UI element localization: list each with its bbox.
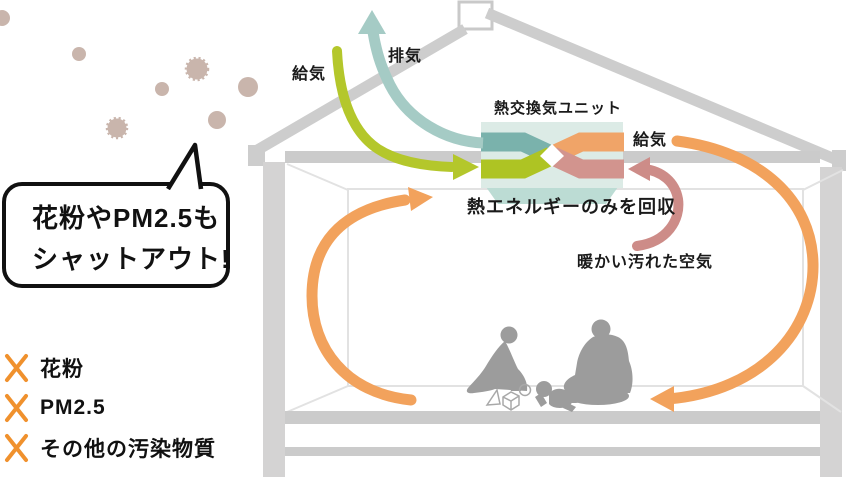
unit-funnel: [486, 187, 618, 204]
speech-bubble-line2: シャットアウト!: [32, 244, 231, 274]
unit-band-supply-in: [481, 147, 556, 179]
left-wall: [263, 162, 285, 477]
toy-blocks: [485, 383, 532, 411]
supply-circulation-left: [306, 194, 417, 406]
supply-circulation-right-head: [650, 386, 674, 412]
diagram-labels: 給気 排気 熱交換気ユニット 熱エネルギーのみを回収 給気 暖かい汚れた空気: [292, 46, 713, 271]
pollen-cloud: [0, 10, 258, 140]
roof-left-slope: [251, 24, 468, 157]
label-outdoor-supply: 給気: [292, 64, 326, 83]
supply-circulation-left-head: [408, 187, 433, 211]
unit-band-exhaust-in: [548, 147, 624, 179]
foundation-band: [285, 447, 820, 456]
father-silhouette: [563, 319, 633, 405]
corner-line: [802, 169, 844, 191]
floor-band: [285, 411, 820, 424]
exhaust-arrow-shaft: [367, 31, 484, 149]
roof-right-slope: [484, 7, 846, 170]
corner-line: [286, 385, 349, 413]
list-item-label: PM2.5: [40, 396, 106, 419]
toy-ball: [518, 383, 532, 397]
label-warm-dirty-air: 暖かい汚れた空気: [577, 252, 713, 271]
pollen-dot: [155, 82, 169, 96]
x-mark-icon: [5, 434, 28, 462]
label-unit-title: 熱交換気ユニット: [494, 99, 622, 117]
speech-bubble: 花粉やPM2.5も シャットアウト!: [2, 182, 230, 288]
pollen-dot: [0, 10, 10, 26]
right-wall: [820, 167, 842, 477]
list-item: その他の汚染物質: [4, 432, 216, 464]
speech-bubble-tail: [166, 142, 204, 190]
speech-bubble-line1: 花粉やPM2.5も: [32, 203, 221, 233]
pollen-dot: [208, 111, 226, 129]
x-mark-icon: [5, 354, 28, 382]
corner-line: [802, 385, 842, 413]
heat-exchange-unit: [481, 122, 624, 204]
mother-silhouette: [466, 326, 528, 394]
family-silhouettes: [466, 319, 633, 412]
pollen-dot: [72, 47, 86, 61]
intake-arrow-shaft: [332, 46, 457, 172]
x-mark-icon: [5, 394, 28, 422]
back-wall: [347, 188, 804, 387]
pollen-dot: [238, 77, 258, 97]
toy-triangle: [485, 388, 501, 406]
list-item: PM2.5: [4, 392, 106, 424]
baby-silhouette: [535, 381, 576, 412]
label-exhaust: 排気: [388, 46, 422, 65]
label-indoor-supply: 給気: [633, 130, 667, 149]
list-item-label: 花粉: [40, 358, 84, 381]
supply-circulation-right: [662, 135, 819, 405]
pollen-dot-spiky: [105, 116, 129, 140]
left-eave: [248, 145, 265, 166]
return-air-arrow-shaft: [632, 164, 684, 251]
toy-cube: [502, 391, 520, 411]
corner-line: [286, 163, 349, 191]
exhaust-arrow-head: [358, 10, 386, 34]
pollen-dot-spiky: [184, 56, 210, 82]
airflow-arrows: [306, 10, 819, 412]
list-item: 花粉: [4, 352, 84, 384]
unit-core-diamond: [540, 144, 564, 167]
label-unit-caption: 熱エネルギーのみを回収: [467, 196, 676, 217]
return-air-arrow-head: [628, 157, 650, 181]
list-item-label: その他の汚染物質: [40, 438, 216, 461]
right-eave: [832, 150, 846, 171]
intake-arrow-head: [453, 154, 479, 180]
